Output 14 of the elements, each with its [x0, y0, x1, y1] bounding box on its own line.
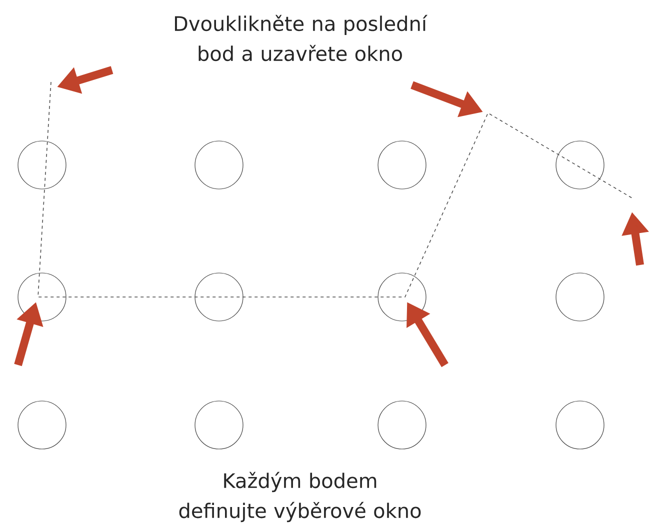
point-circle	[378, 400, 426, 450]
point-circle	[18, 272, 66, 322]
instruction-text: Každým bodem definujte výběrové okno	[179, 472, 421, 522]
point-circle	[194, 140, 244, 190]
point-circle	[556, 400, 604, 450]
point-circle	[18, 400, 66, 450]
point-circle	[378, 140, 426, 190]
point-circle	[556, 140, 604, 190]
point-circle	[378, 272, 426, 322]
point-circle	[194, 400, 244, 450]
instruction-text: Dvouklikněte na poslední bod a uzavřete okno	[174, 14, 428, 62]
point-circle	[556, 272, 604, 322]
point-circle	[18, 140, 66, 190]
point-circle	[194, 272, 244, 322]
